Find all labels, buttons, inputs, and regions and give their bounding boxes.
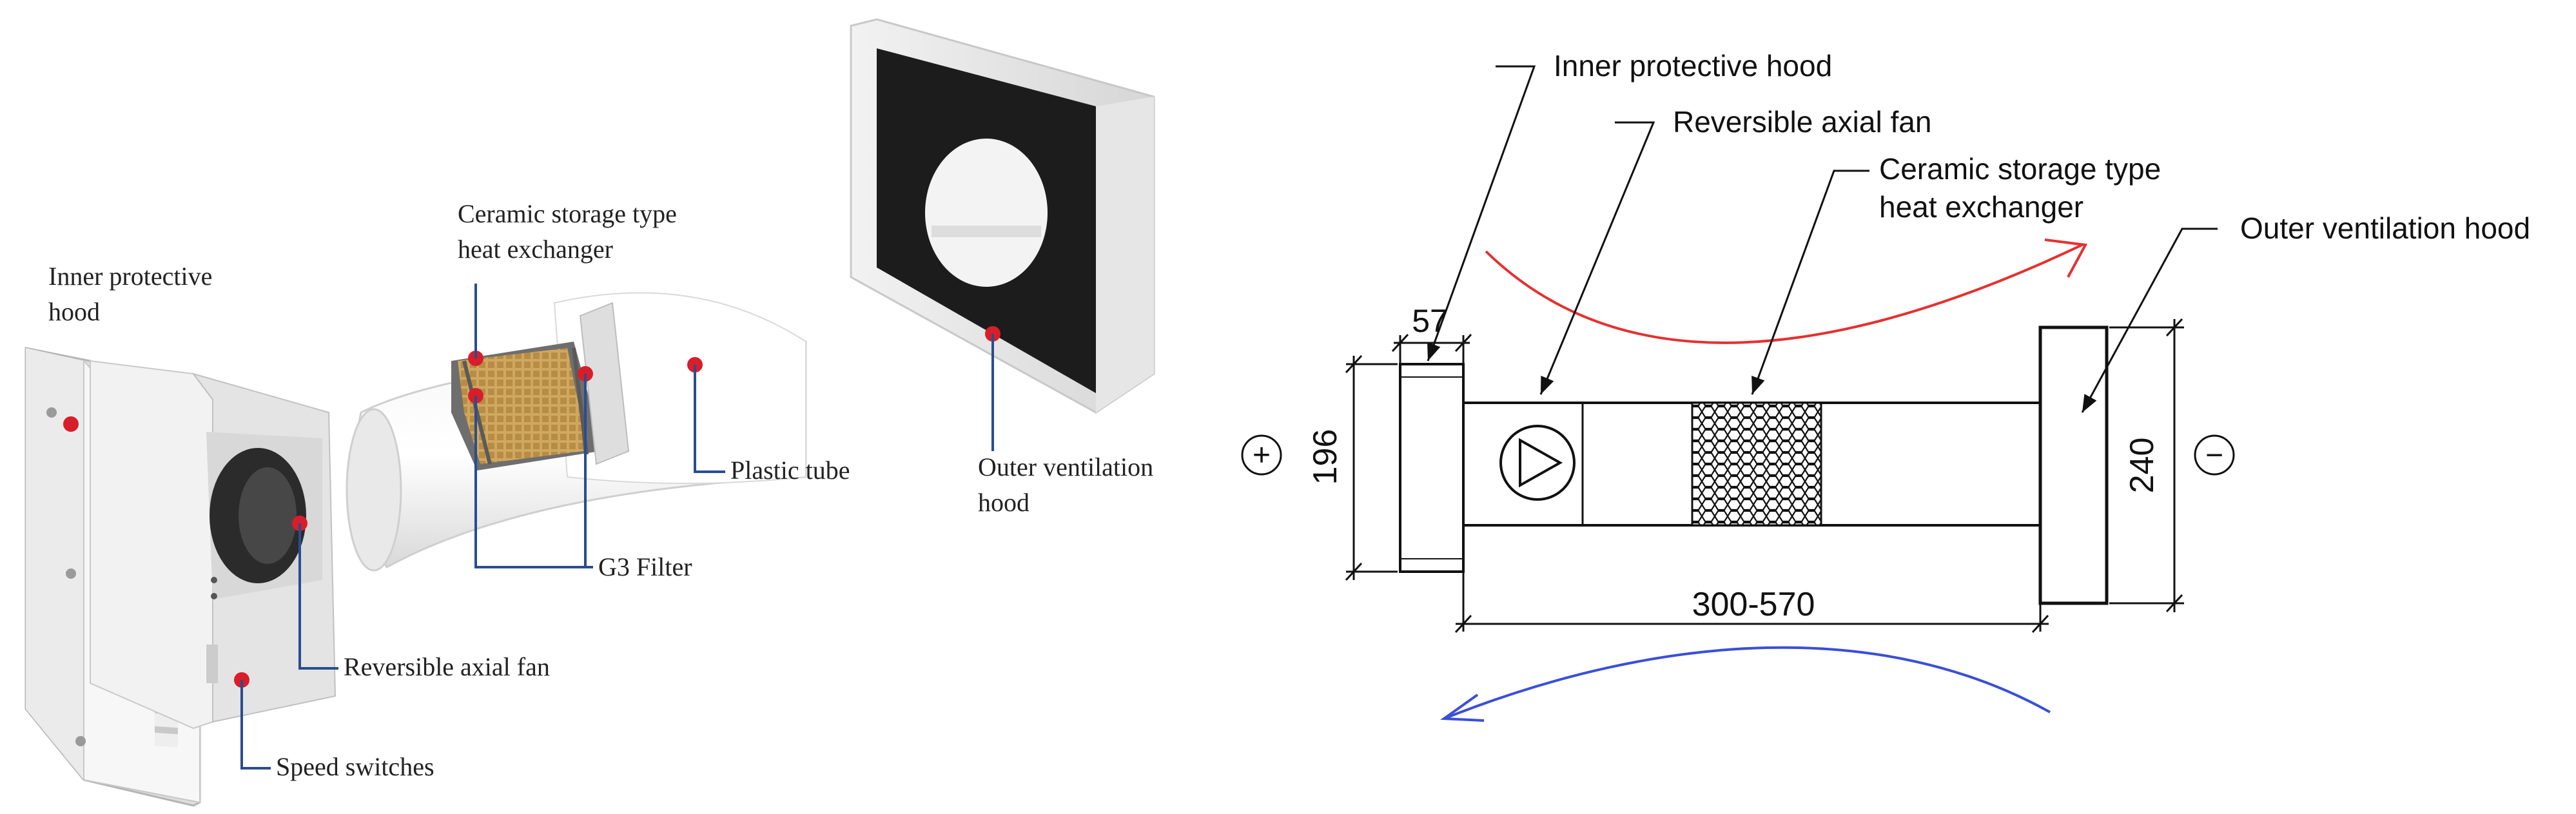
minus-sign-text: −	[2205, 438, 2223, 472]
inner-hood-marker	[63, 416, 79, 432]
minus-sign-icon	[2194, 434, 2235, 476]
label-exchanger-2: heat exchanger	[458, 235, 613, 264]
label-g3-filter: G3 Filter	[598, 552, 692, 581]
tube-cutaway	[346, 292, 807, 572]
outer-hood-shape	[2038, 325, 2109, 605]
label-outer-hood: Outer ventilation hood	[2240, 211, 2530, 245]
fan-symbol-icon	[1499, 425, 1576, 501]
label-exchanger-1: Ceramic storage type	[1879, 152, 2161, 186]
supply-arrowhead-icon	[2044, 238, 2088, 278]
exhaust-arrowhead-icon	[1440, 693, 1485, 722]
label-axial-fan: Reversible axial fan	[344, 652, 550, 681]
dim-inner-height: 196	[1307, 429, 1344, 485]
label-exchanger-2: heat exchanger	[1879, 190, 2083, 224]
exchanger-symbol	[1691, 402, 1822, 527]
label-outer-hood-2: hood	[978, 488, 1029, 517]
label-inner-hood-1: Inner protective	[48, 262, 212, 291]
dim-outer-height: 240	[2123, 438, 2161, 494]
outer-hood	[850, 18, 1155, 414]
label-inner-hood-2: hood	[48, 297, 100, 326]
label-inner-hood: Inner protective hood	[1554, 49, 1832, 82]
label-exchanger-1: Ceramic storage type	[458, 199, 677, 228]
dim-hood-depth: 57	[1412, 303, 1448, 339]
leader-lines	[240, 284, 994, 770]
plus-sign-text: +	[1253, 438, 1271, 472]
technical-drawing: 57 196 240 300-570 + − Inner protective …	[1241, 49, 2530, 722]
product-illustration: Inner protective hood Ceramic storage ty…	[24, 18, 1155, 807]
label-plastic-tube: Plastic tube	[730, 456, 850, 485]
dim-tube-length: 300-570	[1692, 586, 1815, 623]
label-axial-fan: Reversible axial fan	[1673, 105, 1931, 139]
supply-airflow-arrow	[1485, 244, 2083, 344]
exhaust-airflow-arrow	[1443, 646, 2051, 720]
plus-sign-icon	[1241, 434, 1282, 476]
label-outer-hood-1: Outer ventilation	[978, 452, 1153, 481]
fan-housing	[90, 360, 337, 730]
inner-hood-shape	[1399, 363, 1465, 573]
label-speed-switches: Speed switches	[276, 752, 434, 781]
